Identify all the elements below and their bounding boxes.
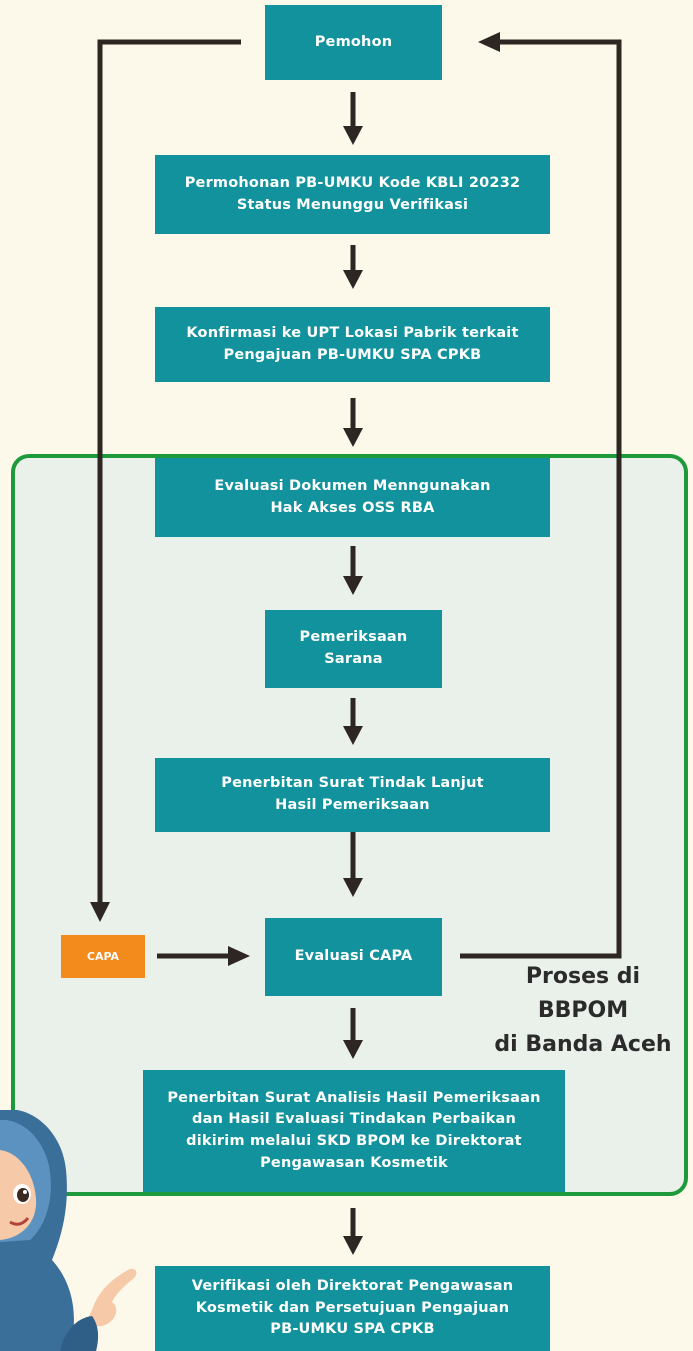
- node-pemeriksaan-sarana: Pemeriksaan Sarana: [265, 610, 442, 688]
- region-label: Proses di BBPOM di Banda Aceh: [494, 964, 672, 1057]
- node-penerbitan-analisis: Penerbitan Surat Analisis Hasil Pemeriks…: [143, 1070, 565, 1192]
- arrow-pemohon-capa: [97, 39, 241, 906]
- node-konfirmasi: Konfirmasi ke UPT Lokasi Pabrik terkait …: [155, 307, 550, 382]
- mascot-illustration: [0, 1110, 137, 1351]
- arrow-evaluasi-capa-pemohon: [460, 39, 622, 959]
- node-penerbitan-tindak-lanjut: Penerbitan Surat Tindak Lanjut Hasil Pem…: [155, 758, 550, 832]
- node-verifikasi: Verifikasi oleh Direktorat Pengawasan Ko…: [155, 1266, 550, 1351]
- node-pemohon: Pemohon: [265, 5, 442, 80]
- node-evaluasi-dokumen: Evaluasi Dokumen Menngunakan Hak Akses O…: [155, 458, 550, 537]
- node-capa: CAPA: [61, 935, 145, 978]
- node-evaluasi-capa: Evaluasi CAPA: [265, 918, 442, 996]
- node-permohonan: Permohonan PB-UMKU Kode KBLI 20232 Statu…: [155, 155, 550, 234]
